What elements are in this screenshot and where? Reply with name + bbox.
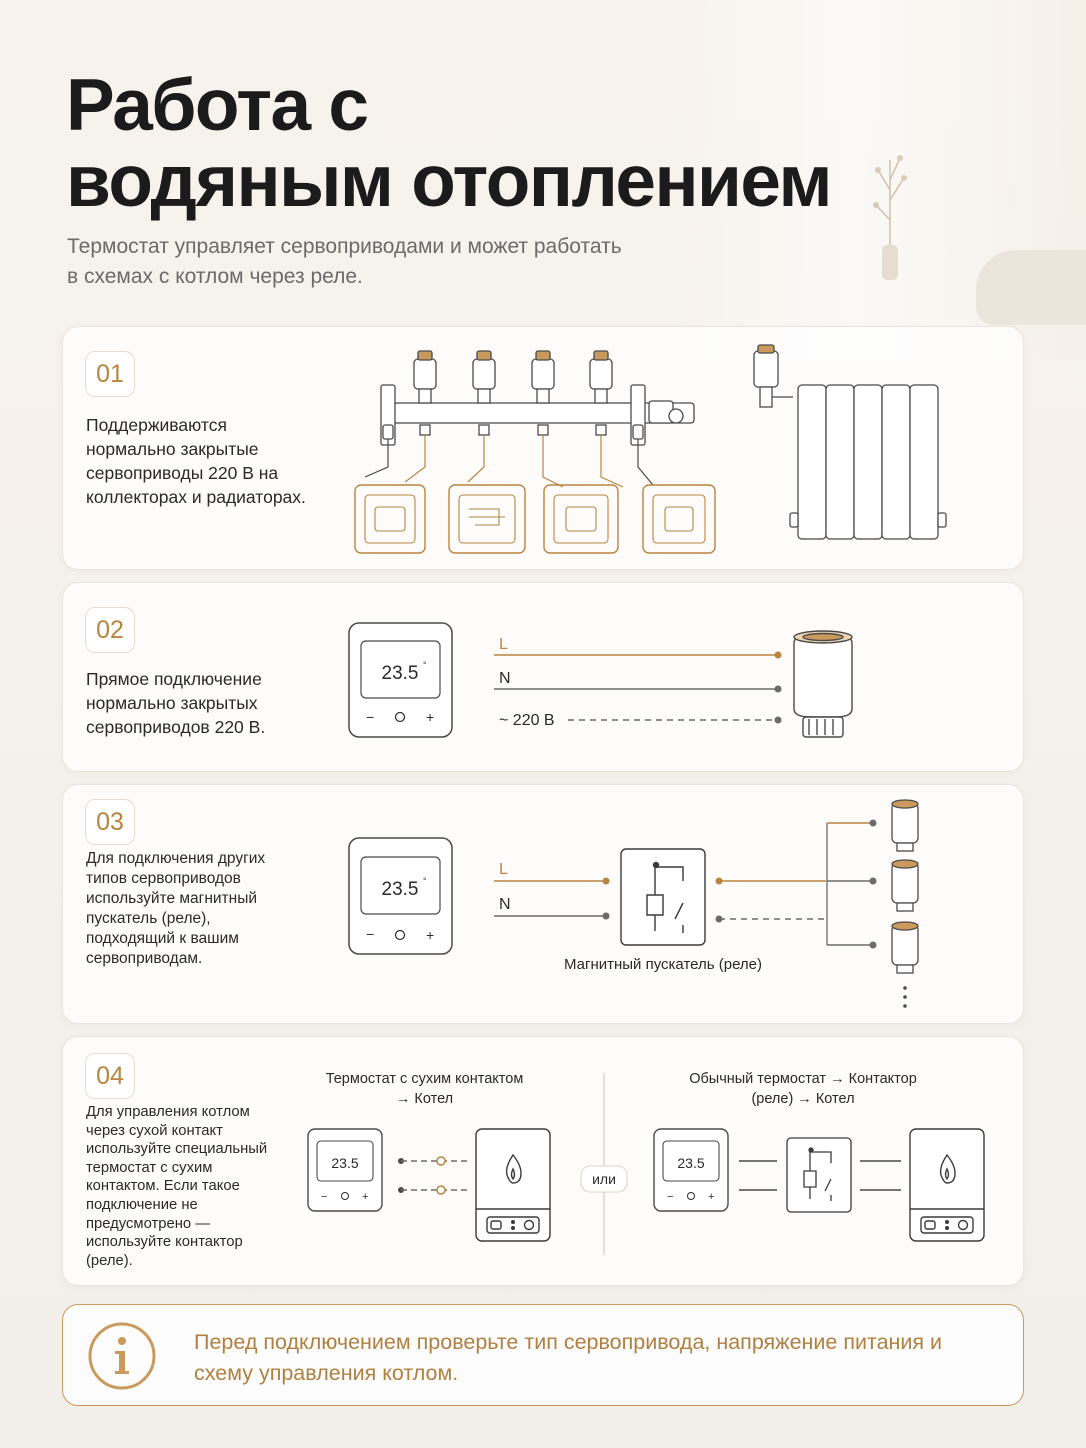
dry-contact-wires: [398, 1156, 469, 1195]
svg-text:+: +: [362, 1191, 368, 1203]
page-subtitle: Термостат управляет сервоприводами и мож…: [67, 235, 622, 288]
background-vase: [873, 155, 907, 280]
svg-text:+: +: [426, 709, 434, 725]
section-03-card: 03 Для подключения других типов сервопри…: [62, 784, 1024, 1024]
wire-label-l-03: L: [499, 861, 508, 878]
radiator: [753, 344, 947, 540]
section-01-number: 01: [85, 351, 135, 397]
thermostat-02: 23.5 ° − +: [348, 622, 453, 738]
relay-label: Магнитный пускатель (реле): [564, 956, 762, 973]
thermostat-04b-display: 23.5: [677, 1155, 704, 1171]
servo-actuator-02: [793, 630, 853, 738]
thermostat-04a-display: 23.5: [331, 1155, 358, 1171]
magnetic-relay: [620, 848, 706, 946]
wire-label-n-03: N: [499, 896, 511, 913]
boiler-a: [475, 1128, 551, 1242]
svg-text:+: +: [426, 927, 434, 943]
section-03-number: 03: [85, 799, 135, 845]
svg-text:°: °: [423, 660, 427, 670]
svg-text:−: −: [321, 1191, 327, 1203]
svg-text:Магнитный пускатель (реле): Магнитный пускатель (реле): [564, 956, 762, 973]
thermostat-03: 23.5 ° − +: [348, 837, 453, 955]
wires-02: L N ~ 220 В: [494, 636, 782, 729]
section-01-text: Поддерживаются нормально закрытые сервоп…: [86, 415, 306, 507]
background-sofa: [976, 250, 1086, 325]
manifold-radiator-diagram: [354, 344, 947, 554]
svg-text:°: °: [423, 876, 427, 886]
info-note: Перед подключением проверьте тип сервопр…: [62, 1304, 1024, 1406]
section-04-card: 04 Для управления котлом через сухой кон…: [62, 1036, 1024, 1286]
wires-03-output: [715, 819, 877, 949]
page-title-line-2: водяным отоплением: [66, 141, 833, 222]
direct-connection-diagram: 23.5 ° − + L N ~ 220 В: [348, 622, 853, 738]
section-04-text: Для управления котлом через сухой контак…: [86, 1104, 268, 1269]
section-01-card: 01 Поддерживаются нормально закрытые сер…: [62, 326, 1024, 570]
section-02-number: 02: [85, 607, 135, 653]
or-separator: или: [580, 1165, 628, 1193]
svg-text:−: −: [667, 1191, 673, 1203]
thermostat-02-display: 23.5: [382, 663, 419, 684]
dry-contact-thermostat: 23.5 − +: [307, 1128, 383, 1212]
more-servos-ellipsis: [903, 986, 907, 1008]
info-icon: [88, 1322, 156, 1390]
boiler-connection-diagram: 23.5 − + или: [307, 1073, 985, 1255]
wire-label-l: L: [499, 636, 508, 653]
svg-text:−: −: [366, 709, 374, 725]
svg-text:+: +: [708, 1191, 714, 1203]
wire-label-220v: ~ 220 В: [499, 712, 555, 729]
info-note-text: Перед подключением проверьте тип сервопр…: [194, 1330, 943, 1385]
wires-03-input: L N: [494, 861, 610, 920]
contactor-relay: [786, 1137, 852, 1213]
regular-thermostat: 23.5 − +: [653, 1128, 729, 1212]
section-03-text: Для подключения других типов сервопривод…: [86, 850, 266, 967]
scheme-a-title: Термостат с сухим контактом → Котел: [325, 1071, 524, 1107]
section-04-number: 04: [85, 1053, 135, 1099]
svg-text:−: −: [366, 926, 374, 942]
floor-heating-loops: [354, 435, 716, 554]
section-02-text: Прямое подключение нормально закрытых се…: [86, 669, 266, 737]
page-title: Работа с водяным отоплением: [66, 68, 866, 220]
contactor-wires: [739, 1160, 901, 1191]
wire-label-n: N: [499, 670, 511, 687]
servo-actuators-03: [891, 799, 919, 974]
section-02-card: 02 Прямое подключение нормально закрытых…: [62, 582, 1024, 772]
manifold-servo-heads: [413, 350, 613, 436]
thermostat-03-display: 23.5: [382, 879, 419, 900]
or-separator-label: или: [592, 1171, 616, 1187]
page-title-line-1: Работа с: [66, 65, 369, 146]
scheme-b-title: Обычный термостат → Контактор (реле) → К…: [689, 1071, 917, 1107]
boiler-b: [909, 1128, 985, 1242]
relay-connection-diagram: 23.5 ° − + L N Магнитный пускатель (реле…: [348, 799, 919, 1008]
